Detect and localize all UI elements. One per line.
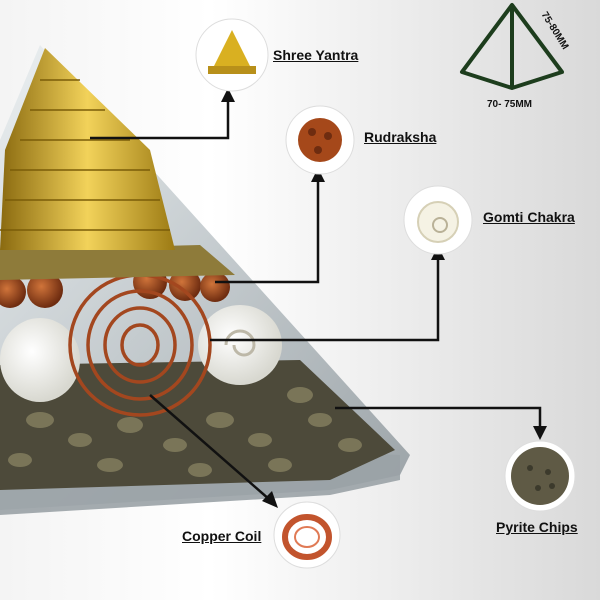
shree-yantra-golden-pyramid [0,48,175,250]
dimension-pyramid-outline [460,3,564,90]
pyrite-chips-pattern [8,387,362,477]
copper-coil-thumbnail [273,501,341,569]
pyrite-chips-thumbnail [504,440,576,512]
shree-yantra-label: Shree Yantra [273,47,359,63]
base-dimension-label: 70- 75MM [487,99,533,110]
shree-yantra-thumbnail [195,18,269,92]
rudraksha-label: Rudraksha [364,129,437,145]
callout-connectors [90,100,542,501]
pyrite-chips-label: Pyrite Chips [496,519,578,535]
rudraksha-thumbnail [285,105,355,175]
gomti-chakra-shells [0,305,282,402]
gomti-chakra-label: Gomti Chakra [483,209,575,225]
copper-coil-label: Copper Coil [182,528,262,544]
gomti-chakra-thumbnail [403,185,473,255]
gold-filings-band [0,245,235,280]
